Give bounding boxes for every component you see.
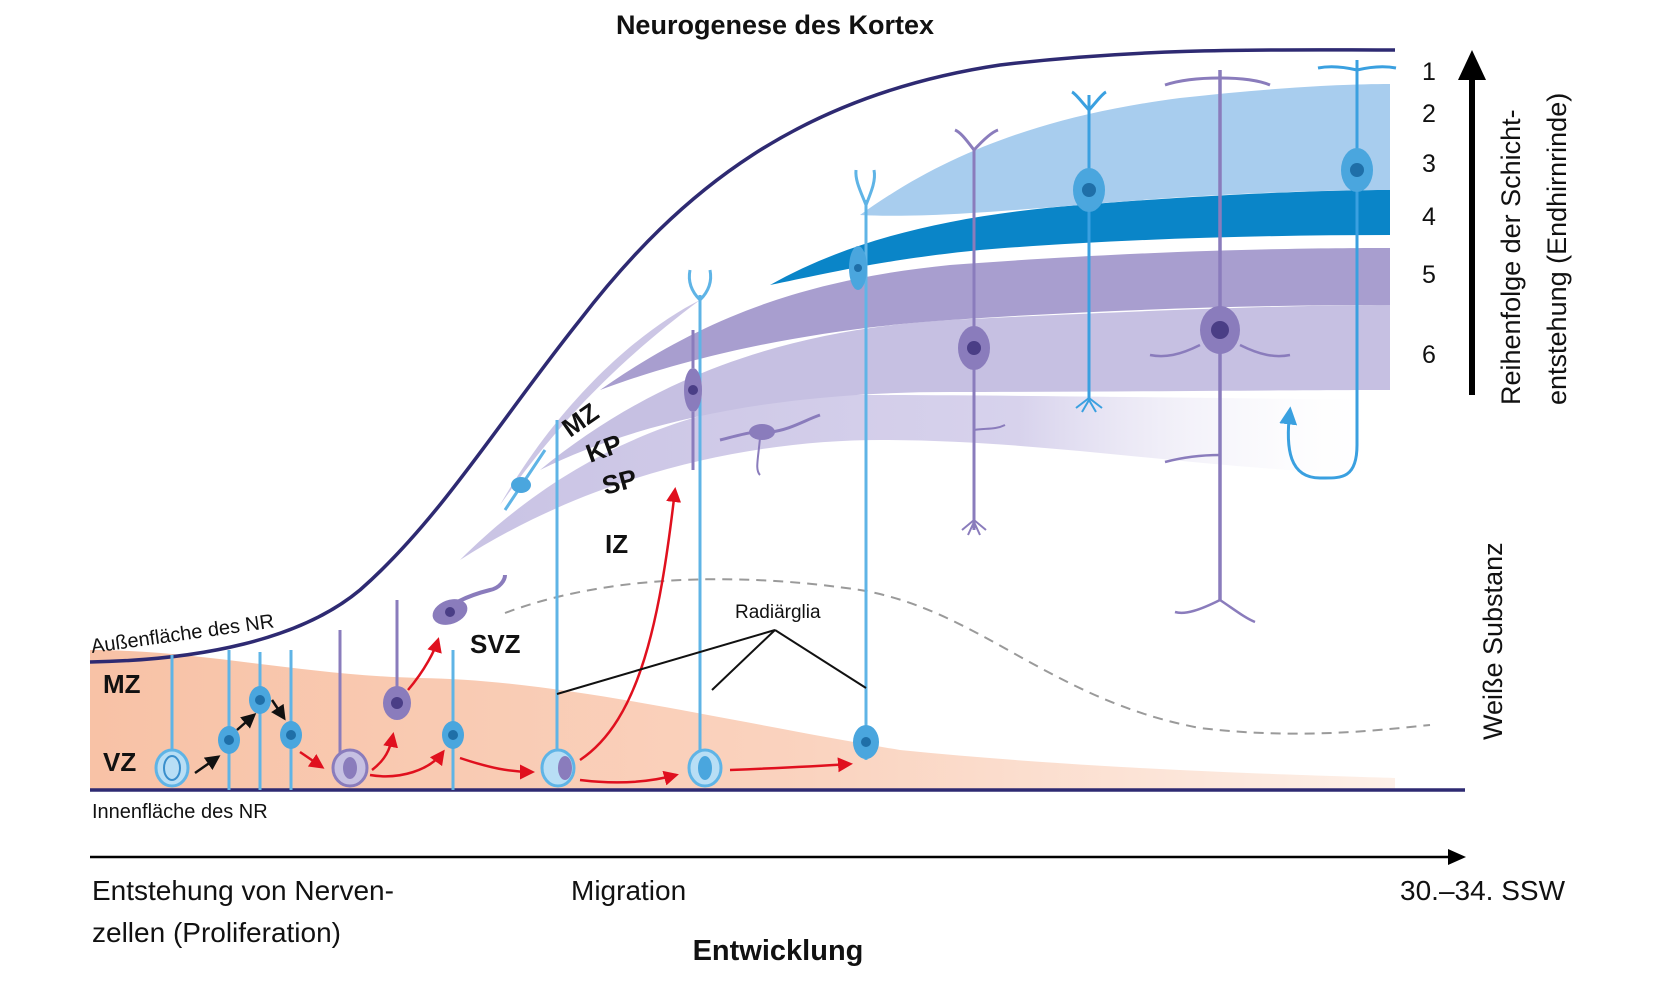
migration-arrow-2 — [407, 637, 442, 691]
outer-surface-line — [89, 48, 1396, 664]
white-matter-boundary — [504, 578, 1431, 735]
layers-2-3 — [860, 84, 1390, 216]
layer-5 — [600, 248, 1390, 390]
radial-glia-cell-3 — [687, 269, 723, 788]
layer-number-1: 1 — [1422, 58, 1436, 86]
layer-number-5: 5 — [1422, 261, 1436, 289]
label-outer-surface: Außenfläche des NR — [90, 610, 276, 657]
right-axis-line2: entstehung (Endhirnrinde) — [1542, 93, 1572, 405]
proliferation-arrow-4 — [299, 750, 325, 769]
pyramidal-neuron-layer3 — [1071, 90, 1107, 413]
radial-glia-cell-4 — [849, 169, 879, 760]
development-axis-label: Entwicklung — [693, 935, 864, 967]
layer-number-2: 2 — [1422, 100, 1436, 128]
layer-number-4: 4 — [1422, 203, 1436, 231]
layer-number-3: 3 — [1422, 150, 1436, 178]
migration-arrow-7 — [729, 757, 853, 773]
migrating-neuron-on-glia — [684, 330, 702, 470]
development-arrowhead — [1448, 849, 1466, 865]
layer-number-6: 6 — [1422, 341, 1436, 369]
tangential-neuron — [719, 413, 821, 476]
white-matter-label: Weiße Substanz — [1478, 542, 1508, 740]
layer-order-arrowhead — [1458, 50, 1486, 80]
migration-arrow-1 — [371, 732, 398, 771]
stage-migration: Migration — [571, 875, 686, 906]
proliferation-arrow-1 — [194, 755, 221, 775]
pointer-line-1 — [556, 629, 776, 695]
proliferation-arrow-3 — [270, 699, 286, 721]
stage-end: 30.–34. SSW — [1400, 875, 1566, 906]
migration-arrow-3 — [369, 749, 445, 778]
ventricular-zone-band — [90, 650, 1395, 790]
migration-arrow-6 — [579, 770, 679, 786]
label-inner-surface: Innenfläche des NR — [92, 801, 268, 823]
progenitor-cell-3 — [249, 652, 271, 790]
pyramidal-neuron-layer5 — [1149, 70, 1291, 624]
pyramidal-neuron-layer6 — [954, 128, 1006, 536]
label-radial-glia: Radiärglia — [735, 602, 821, 623]
progenitor-cell-2 — [218, 650, 240, 790]
label-iz: IZ — [605, 529, 628, 559]
stage-proliferation-line2: zellen (Proliferation) — [92, 917, 341, 948]
label-mz-left: MZ — [103, 669, 141, 699]
layer-6 — [540, 305, 1390, 470]
migrating-neuron-purple — [432, 574, 507, 625]
migration-arrow-4 — [459, 756, 535, 780]
pyramidal-neuron-layer2 — [1279, 60, 1397, 480]
progenitor-cell-4 — [280, 650, 302, 790]
proliferation-arrow-2 — [236, 713, 257, 731]
progenitor-cell-1 — [154, 655, 190, 788]
dividing-cell-purple — [331, 630, 369, 788]
label-vz: VZ — [103, 747, 136, 777]
right-axis-line1: Reihenfolge der Schicht- — [1496, 109, 1526, 405]
slope-blue-cell — [503, 449, 547, 511]
purple-neuron-rising — [383, 600, 411, 720]
stage-proliferation-line1: Entstehung von Nerven- — [92, 875, 394, 906]
pointer-line-2 — [711, 629, 776, 691]
label-svz: SVZ — [470, 629, 521, 659]
radial-glia-cell-1 — [442, 650, 464, 790]
migration-arrow-5 — [579, 487, 682, 762]
diagram-title: Neurogenese des Kortex — [616, 10, 934, 40]
radial-glia-cell-2 — [540, 420, 576, 788]
layer-4 — [770, 190, 1390, 285]
pointer-line-3 — [774, 629, 867, 689]
